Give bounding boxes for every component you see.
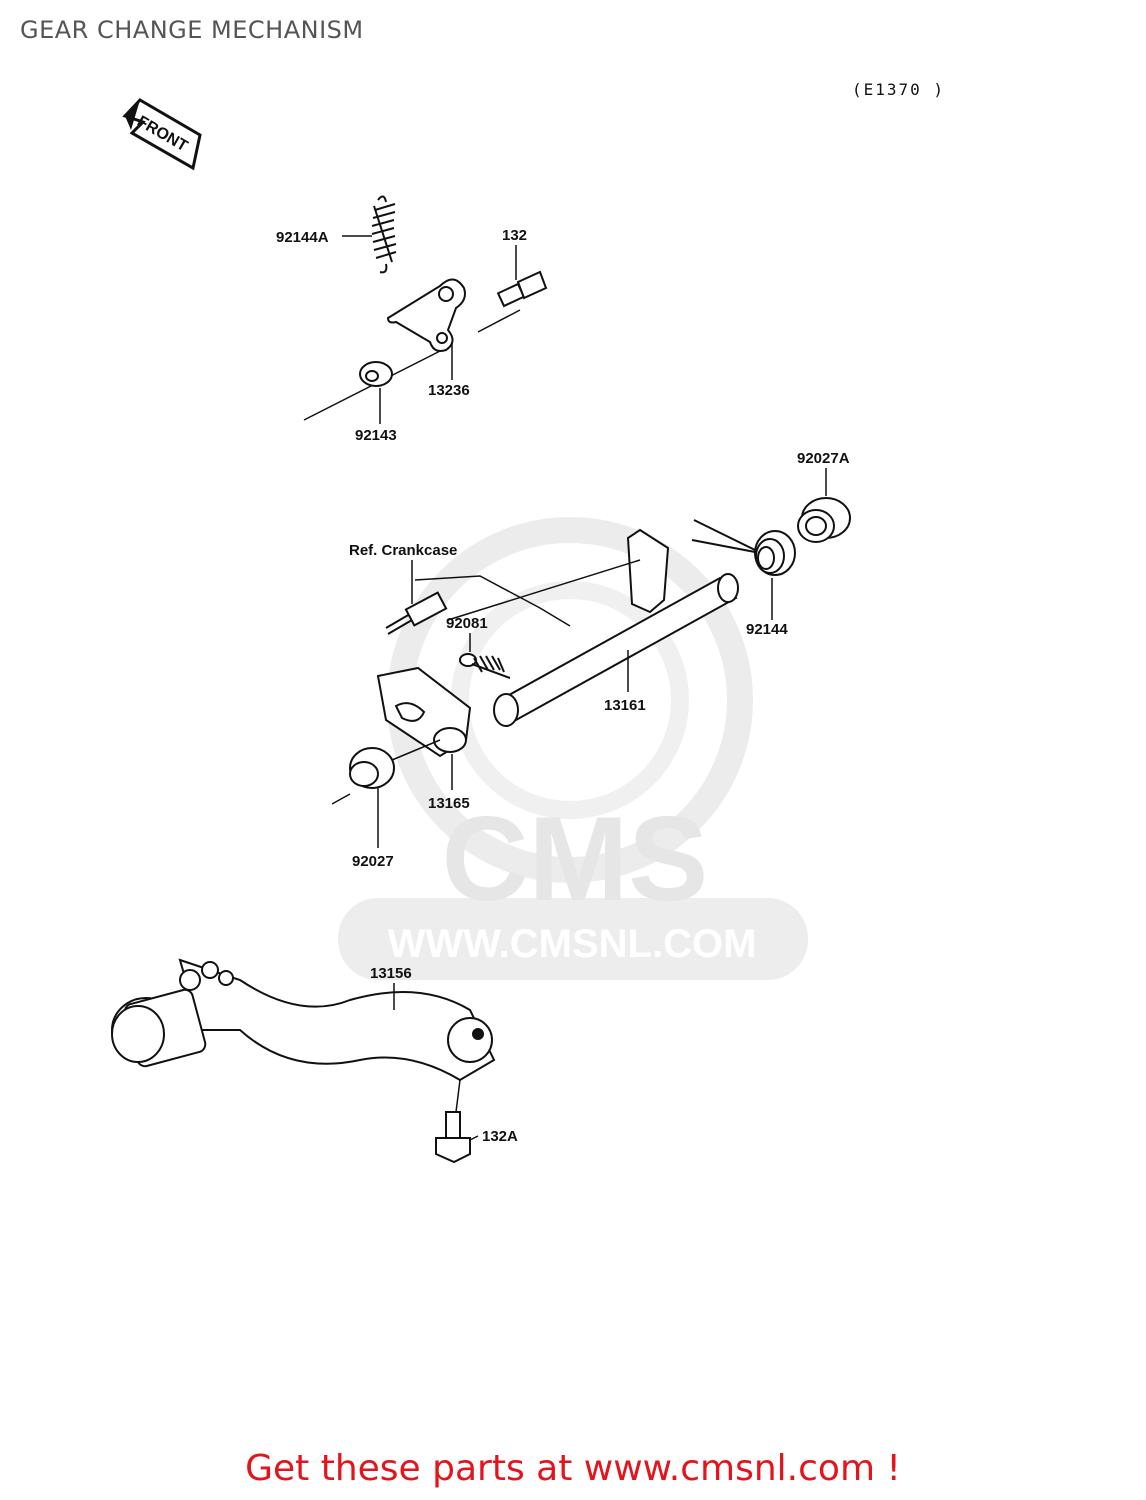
cmsnl-parts-link[interactable]: Get these parts at www.cmsnl.com ! (245, 1448, 901, 1489)
callout-92144a: 92144A (276, 229, 329, 246)
seal-92027 (331, 739, 441, 805)
bolt-132a (435, 1079, 471, 1164)
front-arrow-icon: FRONT (122, 98, 202, 171)
callout-132a: 132A (482, 1128, 518, 1145)
callout-92143: 92143 (355, 427, 397, 444)
pin-ref-crankcase (385, 575, 571, 635)
callout-13156: 13156 (370, 965, 412, 982)
page-title: GEAR CHANGE MECHANISM (20, 16, 364, 44)
seal-92027a (797, 497, 851, 543)
callout-92081: 92081 (446, 615, 488, 632)
washer-92143 (359, 361, 393, 387)
callout-13161: 13161 (604, 697, 646, 714)
callout-92027: 92027 (352, 853, 394, 870)
spring-92144a (371, 195, 397, 274)
diagram-code: (E1370 ) (852, 80, 946, 99)
cms-watermark: CMS WWW.CMSNL.COM (338, 517, 808, 980)
arm-13236 (386, 278, 466, 352)
shift-shaft-13161 (447, 528, 739, 727)
callout-132: 132 (502, 227, 527, 244)
leader-lines (342, 235, 827, 1141)
plate-13165 (376, 666, 472, 758)
callout-labels: 92144A 132 13236 92143 92027A Ref. Crank… (276, 227, 850, 1145)
torsion-spring-92144 (691, 519, 796, 576)
callout-ref-crankcase: Ref. Crankcase (349, 542, 457, 559)
spring-92081 (459, 653, 511, 679)
callout-13165: 13165 (428, 795, 470, 812)
callout-92027a: 92027A (797, 450, 850, 467)
watermark-brand: CMS (442, 792, 709, 926)
pedal-13156 (111, 958, 496, 1082)
bolt-132 (303, 270, 548, 421)
callout-13236: 13236 (428, 382, 470, 399)
watermark-url: WWW.CMSNL.COM (388, 922, 757, 966)
callout-92144: 92144 (746, 621, 788, 638)
